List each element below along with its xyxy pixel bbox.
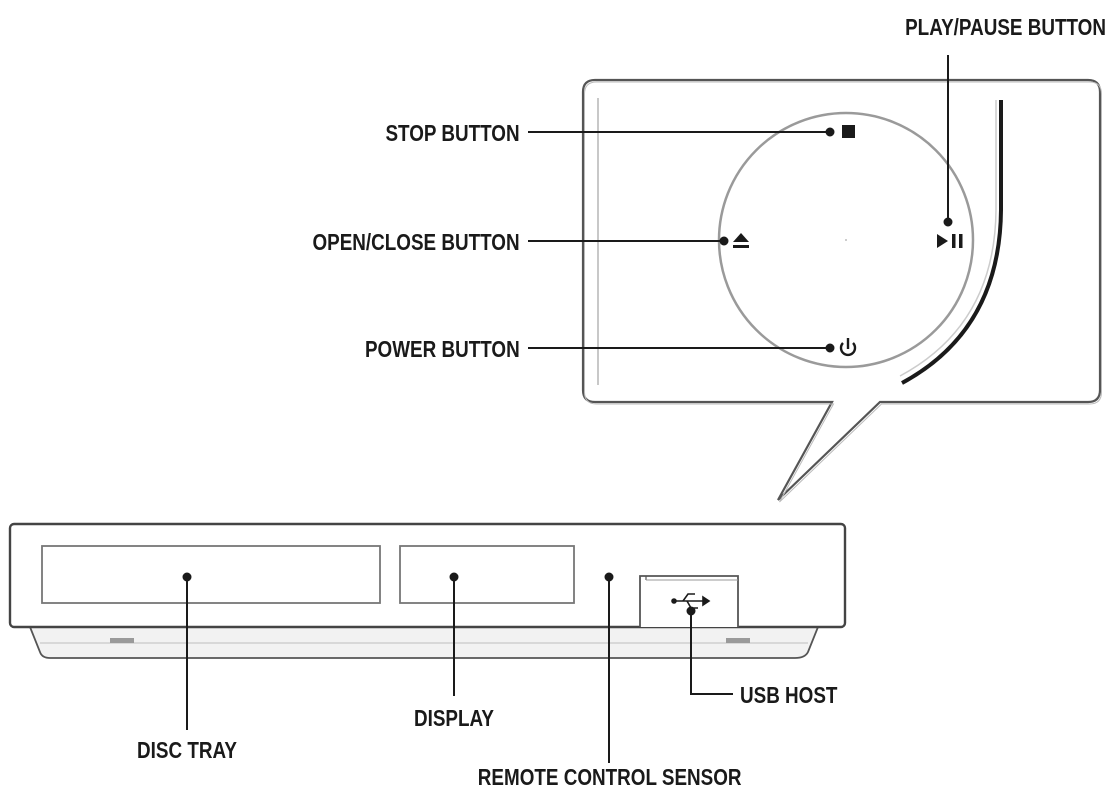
stop-label: STOP BUTTON [385, 120, 520, 146]
open-close-label: OPEN/CLOSE BUTTON [312, 229, 520, 255]
remote-sensor-label: REMOTE CONTROL SENSOR [477, 764, 742, 790]
stop-square-icon[interactable] [842, 125, 855, 138]
display-window [399, 545, 575, 604]
disc-tray-label: DISC TRAY [137, 737, 237, 763]
power-icon[interactable] [839, 338, 857, 357]
zoom-callout-bubble [581, 78, 1102, 503]
eject-icon[interactable] [733, 233, 749, 248]
disc-tray[interactable] [41, 545, 381, 604]
panel-edge-curve [901, 100, 1003, 385]
power-label: POWER BUTTON [365, 336, 520, 362]
leader-lines-bottom [182, 572, 733, 763]
usb-host-label: USB HOST [740, 682, 838, 708]
play-pause-icon[interactable] [937, 234, 963, 248]
play-pause-label: PLAY/PAUSE BUTTON [905, 14, 1106, 40]
display-label: DISPLAY [413, 705, 495, 731]
leader-lines-top [528, 55, 953, 353]
